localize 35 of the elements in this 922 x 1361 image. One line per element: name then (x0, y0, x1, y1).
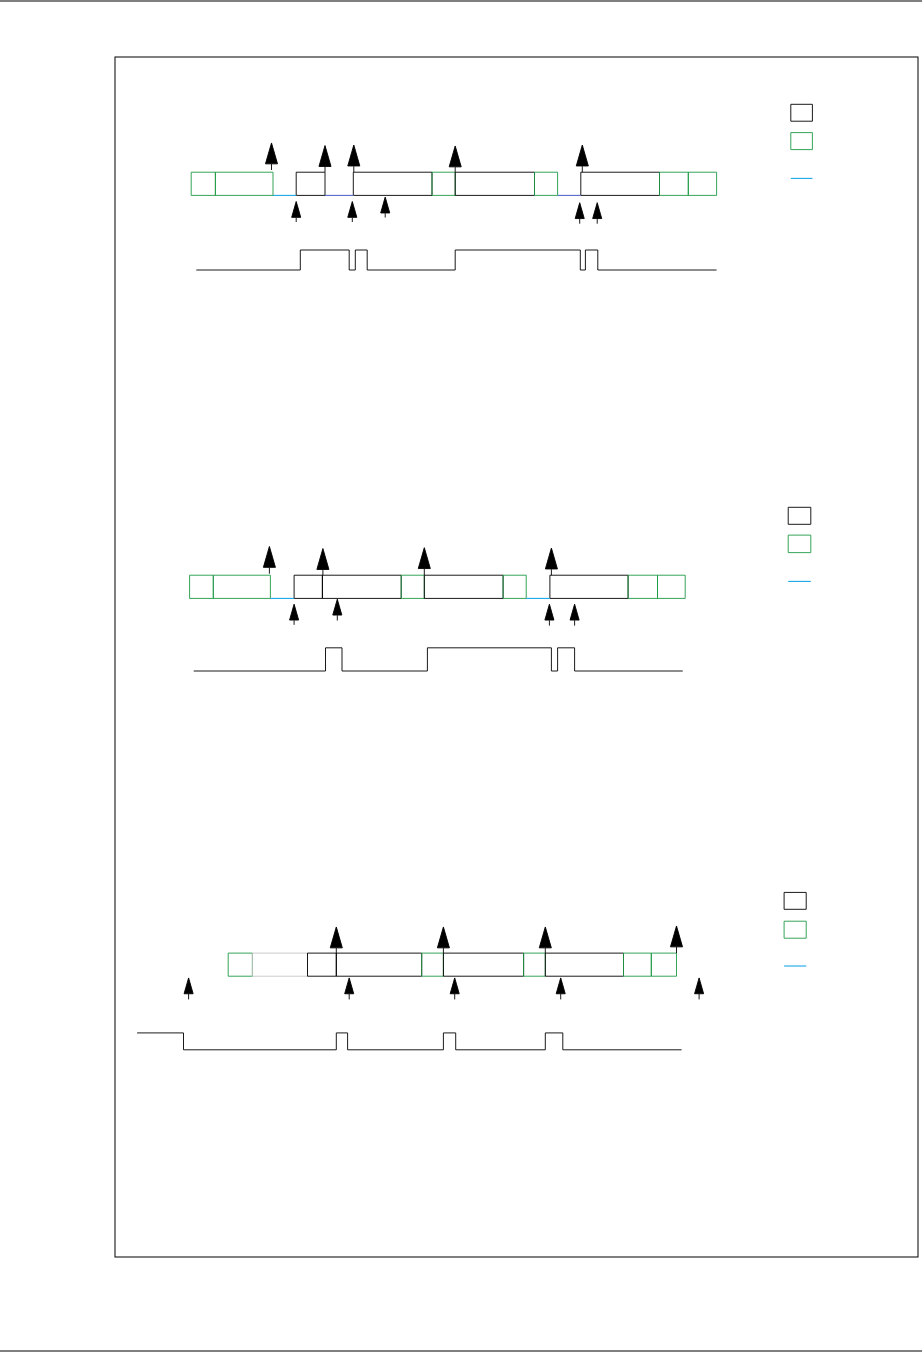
field-box (212, 574, 271, 599)
field-box (190, 171, 216, 196)
field-box (293, 574, 323, 599)
bus-line (525, 597, 551, 599)
field-box (502, 574, 527, 599)
field-box (534, 171, 559, 196)
field-box (321, 574, 402, 599)
bus-line (269, 597, 295, 599)
field-box (352, 171, 433, 196)
field-box (421, 952, 444, 977)
field-box (454, 171, 535, 196)
field-box (295, 171, 326, 196)
field-box (627, 574, 658, 599)
field-box (623, 952, 652, 977)
field-box (442, 952, 525, 977)
field-box (544, 952, 624, 977)
field-box (657, 574, 686, 599)
field-box (423, 574, 504, 599)
field-box (659, 171, 689, 196)
field-box (523, 952, 546, 977)
field-box (549, 574, 629, 599)
field-box (307, 952, 337, 977)
field-box (580, 171, 660, 196)
bus-line (272, 194, 297, 196)
field-box (227, 952, 253, 977)
field-box (650, 952, 677, 977)
bus-line (324, 194, 354, 196)
bus-line (557, 194, 582, 196)
field-box (687, 171, 718, 196)
field-box (214, 171, 274, 196)
field-box (431, 171, 456, 196)
field-box (251, 952, 308, 977)
field-box (335, 952, 423, 977)
field-box (400, 574, 425, 599)
field-box (189, 574, 214, 599)
